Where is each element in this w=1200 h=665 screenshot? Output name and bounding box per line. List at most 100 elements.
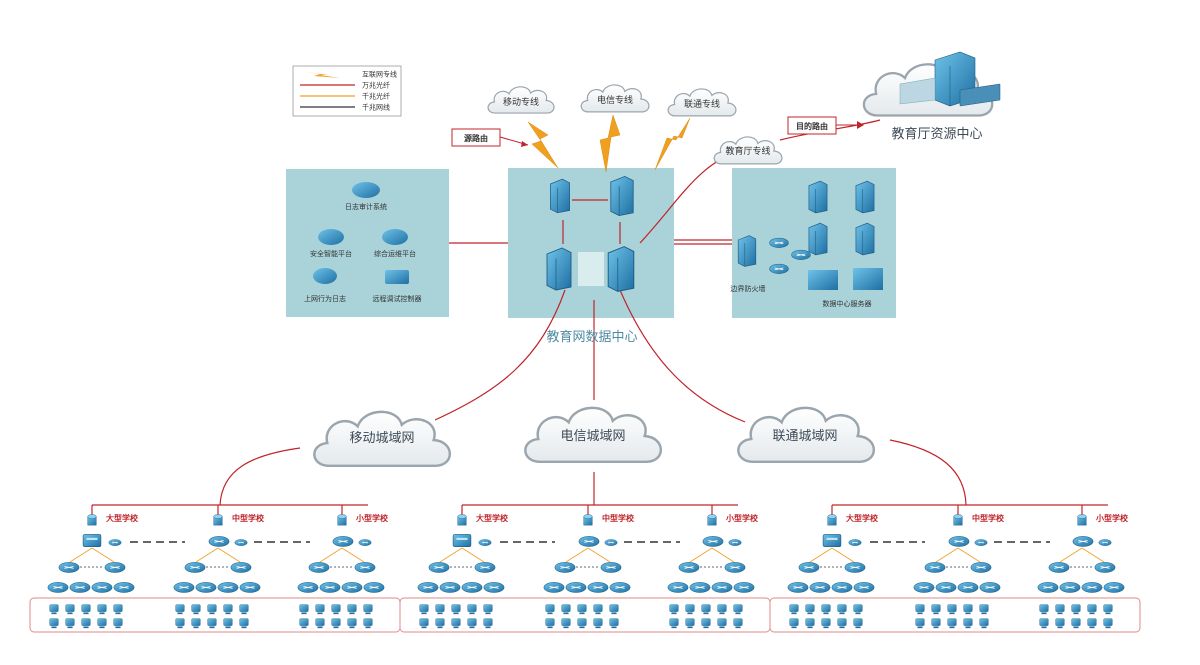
switch-icon [724, 561, 746, 573]
ap-icon [234, 539, 248, 546]
access-switch-icon [787, 581, 809, 593]
terminal-icon [347, 604, 357, 615]
terminal-icon [435, 618, 445, 629]
terminal-icon [65, 604, 75, 615]
terminal-icon [1055, 604, 1065, 615]
terminal-icon [467, 604, 477, 615]
terminal-icon [175, 604, 185, 615]
terminal-icon [609, 618, 619, 629]
access-switch-icon [69, 581, 91, 593]
school-type-label: 小型学校 [725, 513, 759, 523]
svg-text:源路由: 源路由 [464, 133, 488, 143]
terminal-icon [299, 604, 309, 615]
access-switch-icon [689, 581, 711, 593]
cloud-edu-dept-line: 教育厅专线 [713, 136, 783, 165]
access-switch-icon [587, 581, 609, 593]
metro-cloud-telecom: 电信城域网 [523, 406, 663, 464]
access-switch-icon [195, 581, 217, 593]
core-switch-icon [82, 533, 102, 548]
switch-icon [354, 561, 376, 573]
cloud-mobile-line: 移动专线 [487, 86, 555, 114]
terminal-frame [769, 597, 1141, 633]
svg-text:千兆网线: 千兆网线 [362, 103, 390, 112]
svg-text:综合运维平台: 综合运维平台 [374, 249, 416, 258]
access-switch-icon [91, 581, 113, 593]
terminal-icon [1071, 604, 1081, 615]
terminal-icon [545, 604, 555, 615]
access-switch-icon [979, 581, 1001, 593]
access-switch-icon [47, 581, 69, 593]
terminal-icon [593, 618, 603, 629]
router-icon [707, 514, 717, 526]
access-switch-icon [913, 581, 935, 593]
terminal-icon [717, 618, 727, 629]
terminal-icon [113, 604, 123, 615]
terminal-icon [685, 618, 695, 629]
school-group: 大型学校中型学校小型学校 [399, 504, 771, 633]
data-center-panel [508, 168, 674, 318]
access-switch-icon [667, 581, 689, 593]
school-type-label: 大型学校 [476, 513, 509, 523]
terminal-icon [821, 618, 831, 629]
switch-icon [678, 561, 700, 573]
ap-icon [1098, 539, 1112, 546]
school-group: 大型学校中型学校小型学校 [29, 504, 401, 633]
school-type-label: 小型学校 [1095, 513, 1129, 523]
core-switch-icon [822, 533, 842, 548]
terminal-icon [561, 618, 571, 629]
access-switch-icon [363, 581, 385, 593]
terminal-icon [733, 604, 743, 615]
metro-cloud-mobile: 移动城域网 [312, 410, 452, 468]
legend-item: 互联网专线 [300, 70, 397, 79]
core-switch-icon [1072, 535, 1094, 547]
school-type-label: 大型学校 [846, 513, 879, 523]
ap-icon [478, 539, 492, 546]
terminal-icon [853, 604, 863, 615]
ap-icon [108, 539, 122, 546]
terminal-icon [191, 618, 201, 629]
terminal-icon [979, 618, 989, 629]
school-type-label: 大型学校 [106, 513, 139, 523]
terminal-icon [853, 618, 863, 629]
terminal-icon [65, 618, 75, 629]
terminal-icon [331, 618, 341, 629]
access-switch-icon [417, 581, 439, 593]
terminal-icon [947, 618, 957, 629]
switch-icon [428, 561, 450, 573]
svg-text:万兆光纤: 万兆光纤 [362, 81, 390, 90]
core-switch-icon [452, 533, 472, 548]
terminal-icon [947, 604, 957, 615]
source-route-label: 源路由 [451, 128, 529, 147]
terminal-icon [451, 618, 461, 629]
school-type-label: 中型学校 [232, 513, 265, 523]
security-panel-items: 日志审计系统 安全智能平台 综合运维平台 上网行为日志 远程调试控制器 [304, 182, 422, 303]
switch-icon [970, 561, 992, 573]
access-switch-icon [239, 581, 261, 593]
terminal-icon [97, 604, 107, 615]
access-switch-icon [439, 581, 461, 593]
terminal-icon [191, 604, 201, 615]
terminal-icon [49, 618, 59, 629]
svg-text:日志审计系统: 日志审计系统 [345, 202, 387, 211]
terminal-icon [483, 618, 493, 629]
svg-text:千兆光纤: 千兆光纤 [362, 92, 390, 101]
core-switch-icon [578, 535, 600, 547]
access-switch-icon [1103, 581, 1125, 593]
terminal-icon [467, 618, 477, 629]
terminal-icon [1071, 618, 1081, 629]
access-switch-icon [853, 581, 875, 593]
terminal-icon [1039, 618, 1049, 629]
svg-text:移动专线: 移动专线 [503, 96, 539, 108]
terminal-icon [315, 618, 325, 629]
terminal-icon [207, 604, 217, 615]
terminal-icon [931, 604, 941, 615]
core-switch-icon [702, 535, 724, 547]
svg-text:联通城域网: 联通城域网 [772, 429, 837, 444]
terminal-icon [363, 618, 373, 629]
terminal-icon [331, 604, 341, 615]
switch-icon [308, 561, 330, 573]
access-switch-icon [1059, 581, 1081, 593]
access-switch-icon [733, 581, 755, 593]
terminal-icon [113, 618, 123, 629]
terminal-icon [685, 604, 695, 615]
